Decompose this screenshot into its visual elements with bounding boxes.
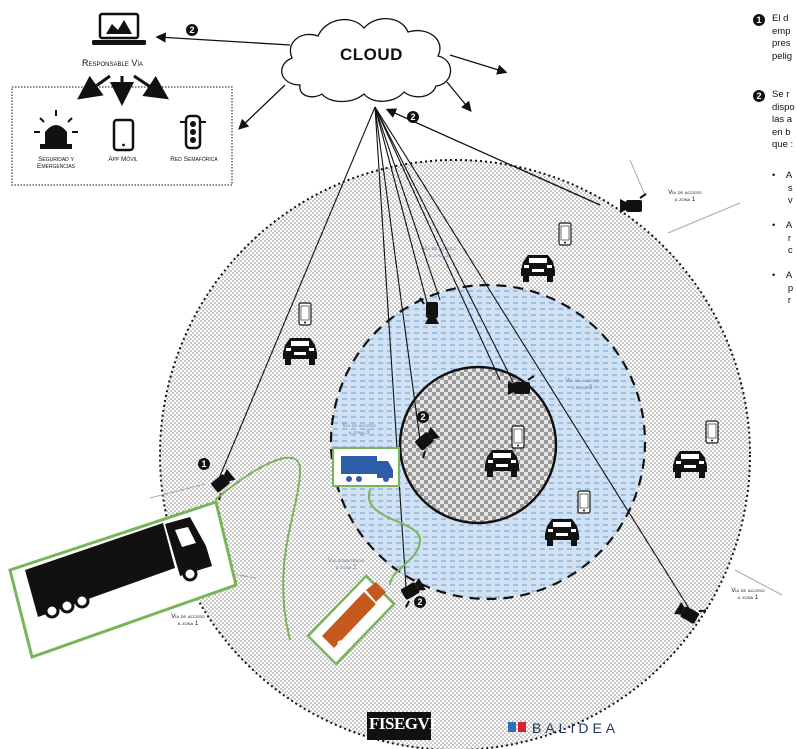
balidea-logo-mark (508, 722, 526, 732)
traffic-light-icon (180, 114, 206, 150)
step-2-badge-top: 2 (186, 24, 198, 36)
bullet-1: • A s v (772, 170, 793, 206)
paragraph-2: Se r dispo las a en b que : (772, 89, 795, 150)
step-1-badge-left: 1 (198, 458, 210, 470)
cloud-arrows (155, 32, 601, 206)
responsable-via-title: Responsable Vía (82, 58, 144, 68)
smartphone-icon (112, 118, 135, 152)
blue-truck-box (332, 447, 400, 487)
bullet-3: • A p r (772, 270, 794, 306)
fisegvi-logo-mark (367, 712, 431, 740)
red-semaforica-label: Red Semafórica (170, 156, 218, 163)
cloud-shape (281, 18, 452, 103)
orange-truck-box (306, 574, 396, 666)
step-2-badge-cloud: 2 (407, 111, 419, 123)
step-1-badge-text: 1 (753, 14, 765, 26)
responsable-arrows (77, 74, 169, 106)
bullet-2: • A r c (772, 220, 793, 256)
app-movil-label: App Móvil (108, 156, 138, 163)
siren-icon (34, 110, 78, 149)
fisegvi-logo: FISEGVI (369, 714, 436, 733)
step-2-badge-text: 2 (753, 90, 765, 102)
green-connector-lines (214, 456, 422, 641)
laptop-icon (92, 12, 146, 45)
camera-cloud-links (219, 106, 691, 611)
paragraph-1: El d emp pres pelig (772, 13, 793, 62)
cloud-label: CLOUD (340, 45, 403, 64)
access-road-stubs (149, 159, 783, 596)
zone-3-inner-circle (398, 365, 558, 525)
balidea-logo: BALIDEA (532, 720, 620, 736)
camera-icon-zone1-top (619, 193, 647, 214)
step-2-badge-center: 2 (417, 411, 429, 423)
step-2-badge-bottom: 2 (414, 596, 426, 608)
black-truck-box (8, 500, 238, 659)
